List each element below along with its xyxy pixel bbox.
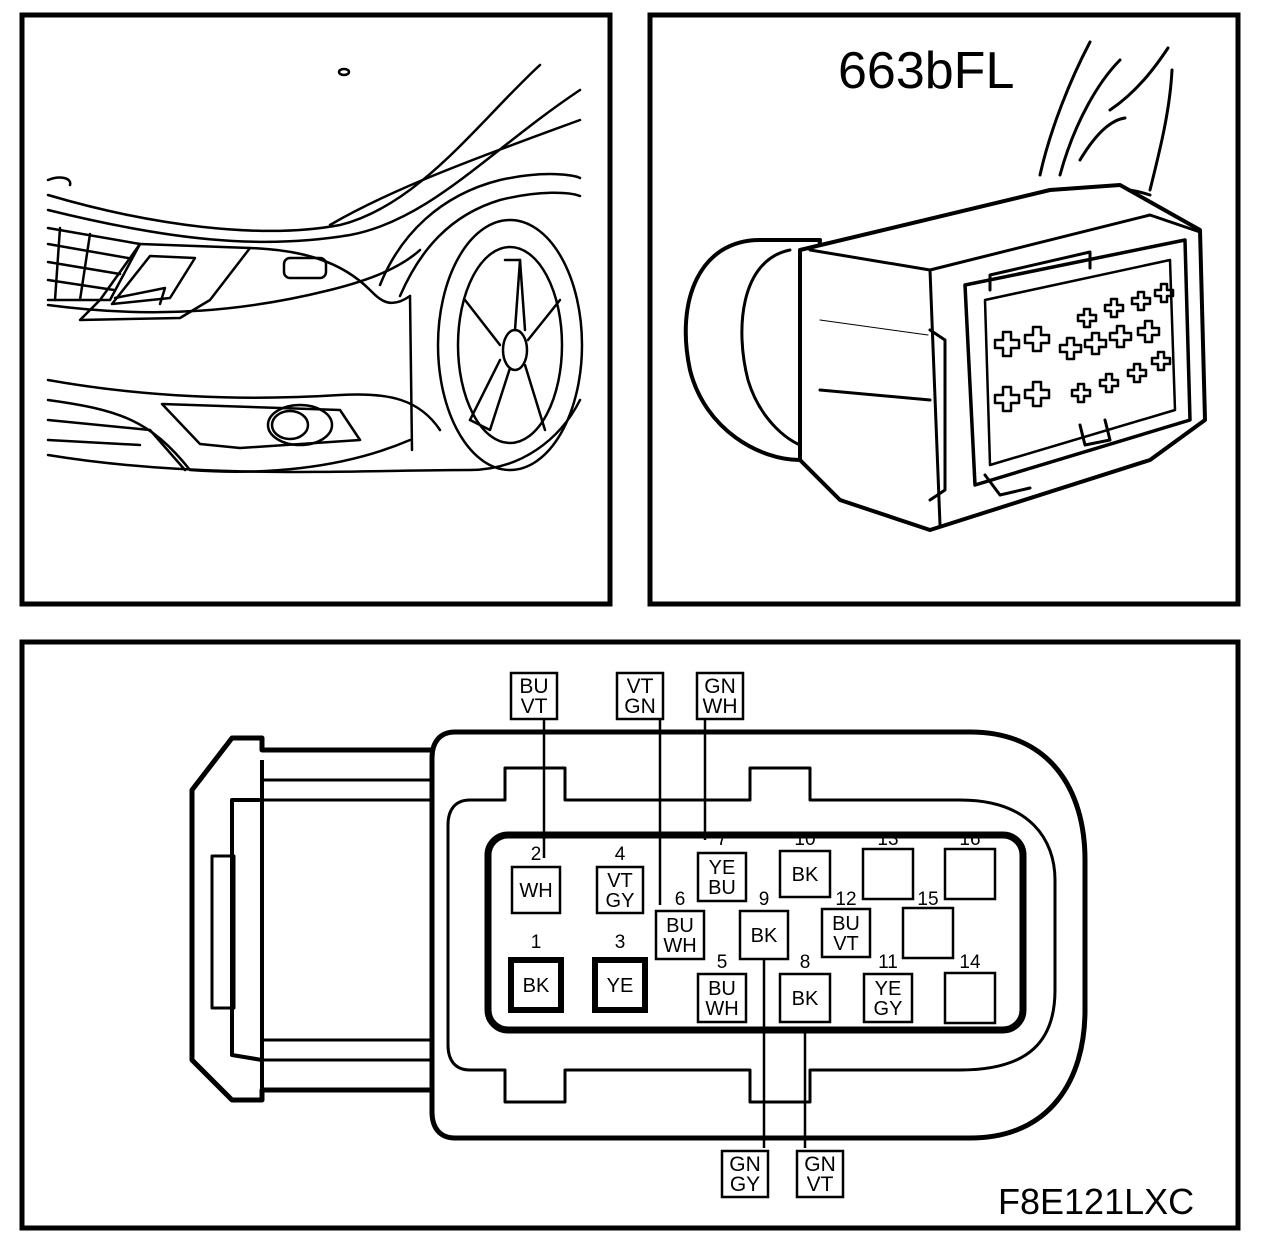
pin-15: 15 — [901, 889, 955, 960]
pin-1: 1BK — [508, 932, 564, 1013]
pin-number: 2 — [531, 844, 542, 865]
car-illustration — [46, 63, 584, 474]
pin-number: 5 — [717, 952, 728, 973]
pin-wire-color: GY — [606, 890, 635, 912]
pin-wire-color: WH — [663, 935, 696, 957]
pin-13: 13 — [861, 829, 915, 901]
pin-cavity — [862, 972, 914, 1024]
cavity-icons — [993, 282, 1175, 413]
pin-cavity — [943, 847, 997, 901]
connector-3d-illustration — [683, 183, 1207, 532]
pin-wire-color: BU — [708, 978, 736, 1000]
pin-wire-color: BU — [666, 915, 694, 937]
pin-wire-color: WH — [519, 880, 552, 902]
pin-wire-color: YE — [875, 978, 902, 1000]
pin-wire-color: BK — [523, 975, 550, 997]
car-front-panel — [19, 12, 613, 607]
figure-code: F8E121LXC — [998, 1181, 1194, 1222]
pin-number: 6 — [675, 889, 686, 910]
pin-cavity — [820, 907, 872, 959]
pin-number: 7 — [717, 829, 728, 850]
connector-code-label: 663bFL — [838, 42, 1014, 100]
wire-color-text: GN — [804, 1153, 836, 1176]
wires — [542, 718, 807, 1148]
pin-number: 8 — [800, 952, 811, 973]
pin-wire-color: BK — [751, 925, 778, 947]
pin-cavity — [595, 865, 645, 915]
pin-number: 10 — [794, 829, 815, 850]
pin-wire-color: GY — [874, 998, 903, 1020]
pin-number: 14 — [959, 952, 981, 973]
pin-wire-color: VT — [607, 870, 633, 892]
wire-color-text: BU — [519, 675, 548, 698]
pin-cavity — [738, 909, 790, 961]
pin-cavity — [861, 847, 915, 901]
wire-color-text: GN — [729, 1153, 761, 1176]
pin-number: 3 — [615, 932, 626, 953]
pin-16: 16 — [943, 829, 997, 901]
pin-cavity — [508, 957, 564, 1013]
pin-number: 1 — [531, 932, 542, 953]
pin-cavity — [510, 865, 562, 915]
pin-cavity — [696, 972, 748, 1024]
pin-14: 14 — [943, 952, 997, 1025]
pin-wire-color: VT — [833, 933, 859, 955]
pin-cavity — [592, 957, 648, 1013]
pin-wire-color: YE — [709, 857, 736, 879]
pin-cavity — [778, 972, 832, 1024]
wire-color-text: VT — [521, 695, 548, 718]
wire-color-text: VT — [627, 675, 654, 698]
pin-wire-color: WH — [705, 998, 738, 1020]
pin-cavity — [901, 906, 955, 960]
wire-color-text: GN — [624, 695, 656, 718]
pin-wire-color: BU — [708, 877, 736, 899]
pin-2: 2WH — [510, 844, 562, 915]
connector-outline — [189, 729, 1088, 1141]
pin-number: 9 — [759, 889, 770, 910]
pin-cavity — [696, 851, 748, 903]
pin-cavity — [943, 971, 997, 1025]
pin-cavities: 2WH4VTGY1BK3YE6BUWH5BUWH7YEBU9BK8BK10BK1… — [508, 829, 997, 1025]
wire-color-text: VT — [807, 1173, 834, 1196]
connector-photo-panel: 663bFL — [647, 12, 1241, 607]
pin-9: 9BK — [738, 889, 790, 961]
pin-number: 11 — [878, 952, 898, 973]
pin-wire-color: BK — [792, 864, 819, 886]
wire-color-text: GY — [730, 1173, 760, 1196]
pin-wire-color: BU — [832, 913, 860, 935]
pin-number: 13 — [877, 829, 898, 850]
hand-illustration — [1038, 40, 1174, 202]
pin-8: 8BK — [778, 952, 832, 1024]
wire-color-text: GN — [704, 675, 736, 698]
pin-number: 12 — [835, 889, 856, 910]
pin-number: 4 — [615, 844, 626, 865]
pin-number: 15 — [917, 889, 938, 910]
pin-3: 3YE — [592, 932, 648, 1013]
pin-number: 16 — [959, 829, 980, 850]
wire-color-text: WH — [703, 695, 738, 718]
pin-wire-color: YE — [607, 975, 634, 997]
pin-cavity — [654, 909, 706, 961]
pin-wire-color: BK — [792, 988, 819, 1010]
pin-cavity — [778, 849, 832, 899]
